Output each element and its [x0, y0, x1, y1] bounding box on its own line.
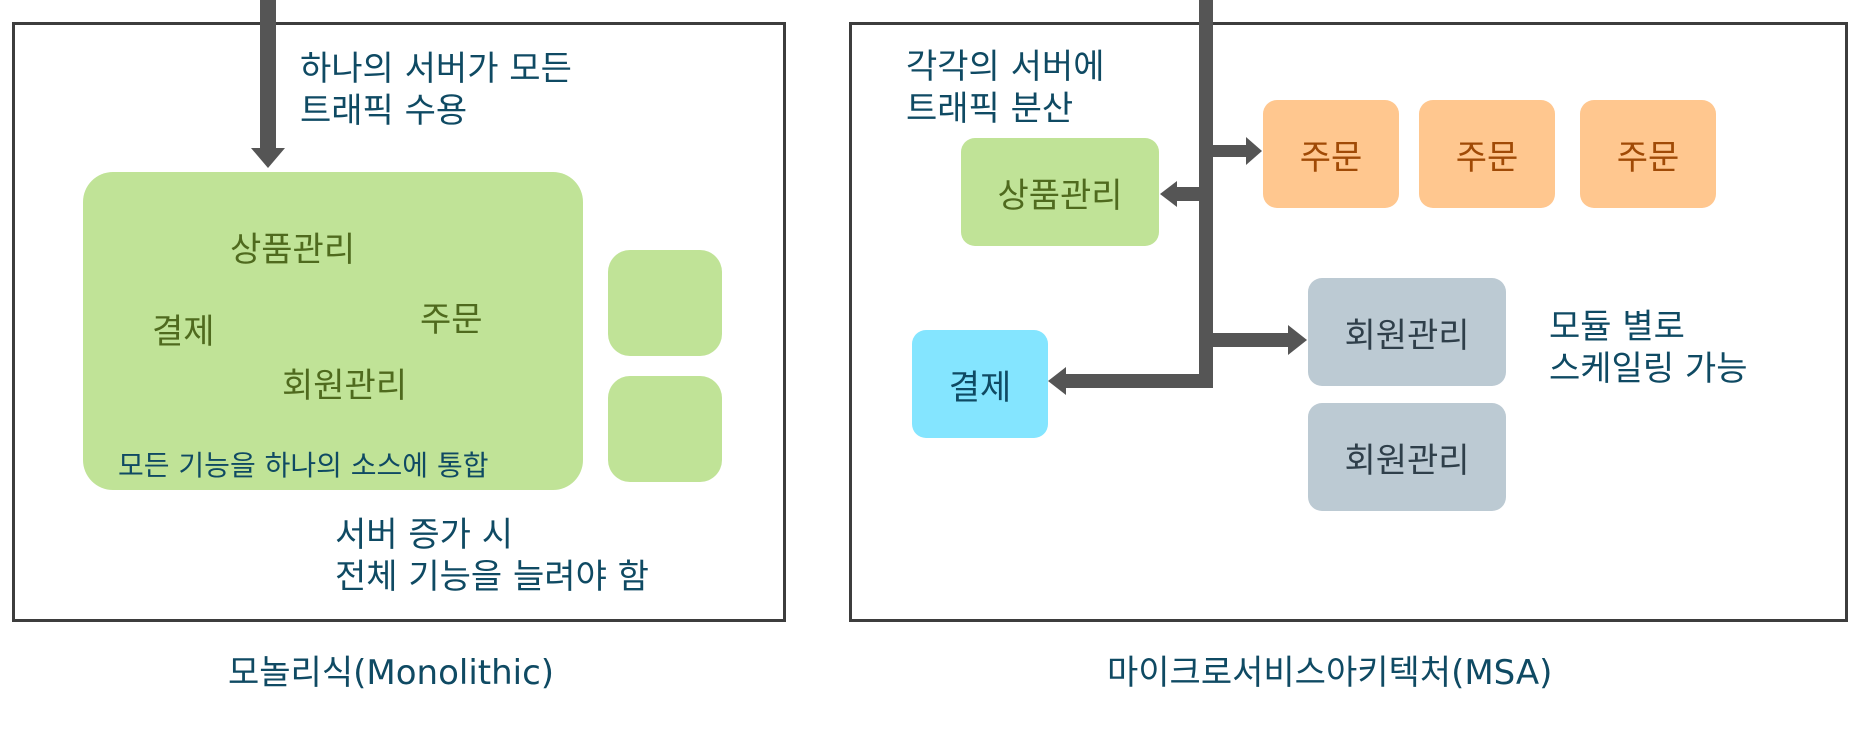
monolithic-scale-note: 서버 증가 시 전체 기능을 늘려야 함: [335, 514, 649, 598]
msa-caption: 마이크로서비스아키텍처(MSA): [1107, 653, 1553, 693]
msa-module-product: 상품관리: [961, 138, 1159, 246]
monolithic-traffic-arrow: [251, 0, 285, 168]
monolithic-traffic-note-line2: 트래픽 수용: [300, 91, 468, 131]
msa-arrow-to-payment: [1048, 367, 1213, 395]
monolithic-integrated-note: 모든 기능을 하나의 소스에 통합: [118, 449, 489, 482]
monolithic-extra-server-2: [608, 376, 722, 482]
monolithic-module-member: 회원관리: [282, 366, 408, 406]
msa-member-2: 회원관리: [1308, 403, 1506, 511]
monolithic-server-block: [83, 172, 583, 490]
monolithic-traffic-note: 하나의 서버가 모든 트래픽 수용: [300, 48, 572, 132]
monolithic-module-order: 주문: [420, 300, 483, 340]
monolithic-module-product: 상품관리: [230, 230, 356, 270]
msa-arrow-to-order: [1206, 137, 1262, 165]
msa-arrow-to-product: [1160, 181, 1206, 207]
msa-traffic-note: 각각의 서버에 트래픽 분산: [906, 46, 1105, 130]
msa-order-1: 주문: [1263, 100, 1399, 208]
msa-member-1: 회원관리: [1308, 278, 1506, 386]
msa-scale-note: 모듈 별로 스케일링 가능: [1549, 306, 1748, 390]
msa-scale-note-line1: 모듈 별로: [1549, 307, 1685, 347]
msa-arrow-to-member: [1206, 325, 1307, 355]
msa-traffic-note-line1: 각각의 서버에: [906, 47, 1105, 87]
monolithic-scale-note-line1: 서버 증가 시: [335, 515, 514, 555]
msa-scale-note-line2: 스케일링 가능: [1549, 349, 1748, 389]
monolithic-extra-server-1: [608, 250, 722, 356]
monolithic-scale-note-line2: 전체 기능을 늘려야 함: [335, 557, 649, 597]
msa-order-2: 주문: [1419, 100, 1555, 208]
msa-order-3: 주문: [1580, 100, 1716, 208]
msa-traffic-note-line2: 트래픽 분산: [906, 89, 1074, 129]
monolithic-caption: 모놀리식(Monolithic): [228, 653, 555, 693]
monolithic-traffic-note-line1: 하나의 서버가 모든: [300, 49, 572, 89]
monolithic-module-payment: 결제: [152, 312, 215, 352]
msa-module-payment: 결제: [912, 330, 1048, 438]
